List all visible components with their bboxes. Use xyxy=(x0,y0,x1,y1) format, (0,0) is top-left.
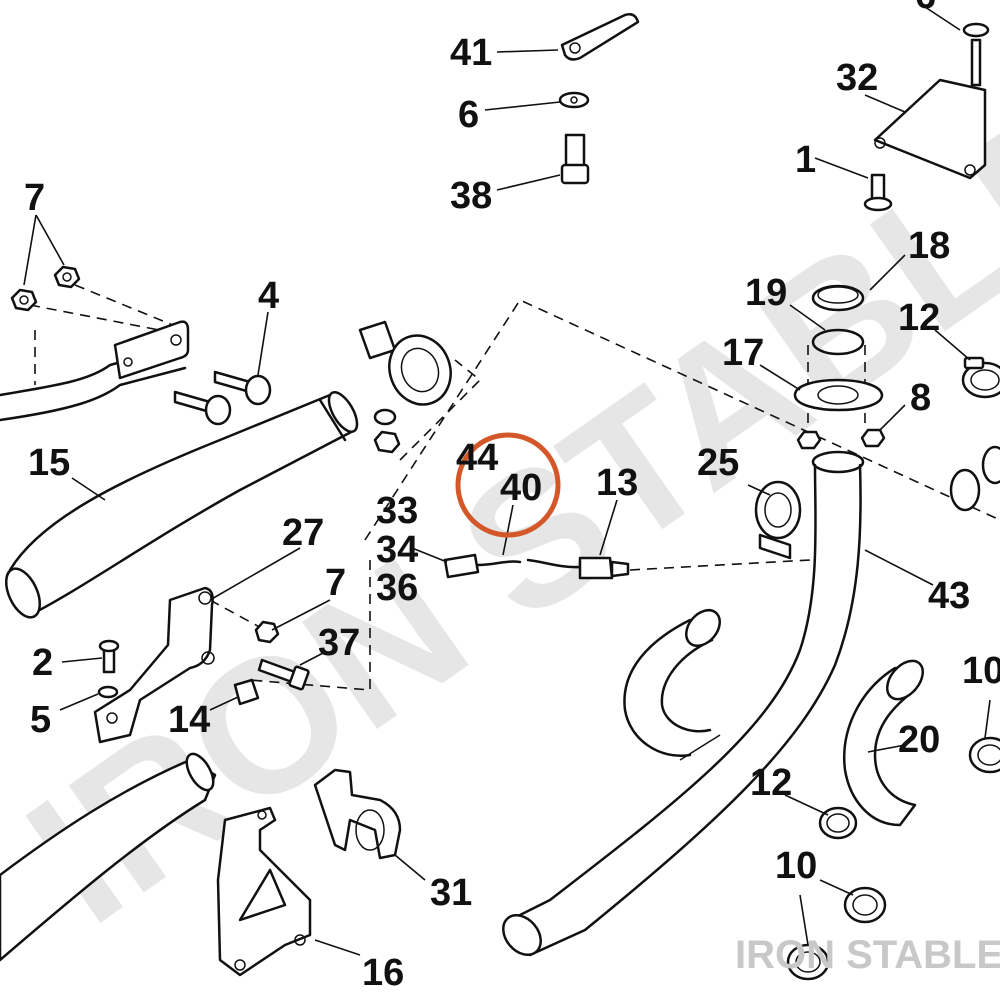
callout-37: 37 xyxy=(318,622,360,664)
callout-1: 1 xyxy=(795,139,816,181)
o2-sensor-harness xyxy=(443,553,630,580)
callout-13: 13 xyxy=(596,462,638,504)
callout-5: 5 xyxy=(30,699,51,741)
callout-10-bottom: 10 xyxy=(775,845,817,887)
bracket-27 xyxy=(93,586,260,744)
callout-6: 6 xyxy=(458,94,479,136)
callout-40-highlighted: 40 xyxy=(500,467,542,509)
callout-27: 27 xyxy=(282,512,324,554)
nut-7-bolt-37 xyxy=(254,620,310,691)
lower-muffler xyxy=(0,752,217,962)
callout-15: 15 xyxy=(28,442,70,484)
callout-2: 2 xyxy=(32,642,53,684)
hose-clamp-12-top xyxy=(961,356,1000,399)
callout-7-mid: 7 xyxy=(325,562,346,604)
callout-33: 33 xyxy=(376,490,418,532)
callout-32: 32 xyxy=(836,57,878,99)
callout-43: 43 xyxy=(928,575,970,617)
callout-12-top: 12 xyxy=(898,297,940,339)
callout-34: 34 xyxy=(376,529,418,571)
callout-labels: 41 6 38 32 1 6 18 19 12 17 8 7 4 15 44 2… xyxy=(24,0,1000,994)
callout-7-top: 7 xyxy=(24,177,45,219)
callout-41: 41 xyxy=(450,32,492,74)
callout-38: 38 xyxy=(450,175,492,217)
corner-watermark: IRON STABLE xyxy=(735,933,1000,977)
callout-14: 14 xyxy=(168,699,210,741)
callout-10-right: 10 xyxy=(962,650,1000,692)
callout-12-bottom: 12 xyxy=(750,762,792,804)
nut-7-pair xyxy=(10,265,81,312)
callout-31: 31 xyxy=(430,872,472,914)
muffler-15 xyxy=(4,391,359,619)
callout-25: 25 xyxy=(697,442,739,484)
callout-20: 20 xyxy=(898,719,940,761)
leader-lines xyxy=(23,4,991,956)
spacers-right xyxy=(949,445,1000,512)
callout-6-top: 6 xyxy=(915,0,936,17)
callout-8: 8 xyxy=(910,377,931,419)
bracket-31 xyxy=(313,768,402,860)
callout-36: 36 xyxy=(376,567,418,609)
callout-44: 44 xyxy=(456,437,498,479)
bracket-32 xyxy=(863,22,990,212)
clamp-25 xyxy=(754,480,802,560)
callout-17: 17 xyxy=(722,332,764,374)
rear-header-pipe xyxy=(623,608,721,761)
upper-fasteners xyxy=(558,13,640,185)
hose-clamps-lower xyxy=(786,736,1000,981)
clamp-44 xyxy=(358,320,482,461)
highlight-circle xyxy=(455,432,561,538)
callout-16: 16 xyxy=(362,952,404,994)
callout-4: 4 xyxy=(258,275,279,317)
bracket-16 xyxy=(216,806,312,977)
crossover-20 xyxy=(843,659,924,827)
upper-exhaust-pipe xyxy=(0,320,190,422)
callout-18: 18 xyxy=(908,225,950,267)
flange-assembly xyxy=(793,284,886,450)
callout-19: 19 xyxy=(745,272,787,314)
bolts-4 xyxy=(173,370,272,426)
header-pipe-43 xyxy=(502,450,865,957)
